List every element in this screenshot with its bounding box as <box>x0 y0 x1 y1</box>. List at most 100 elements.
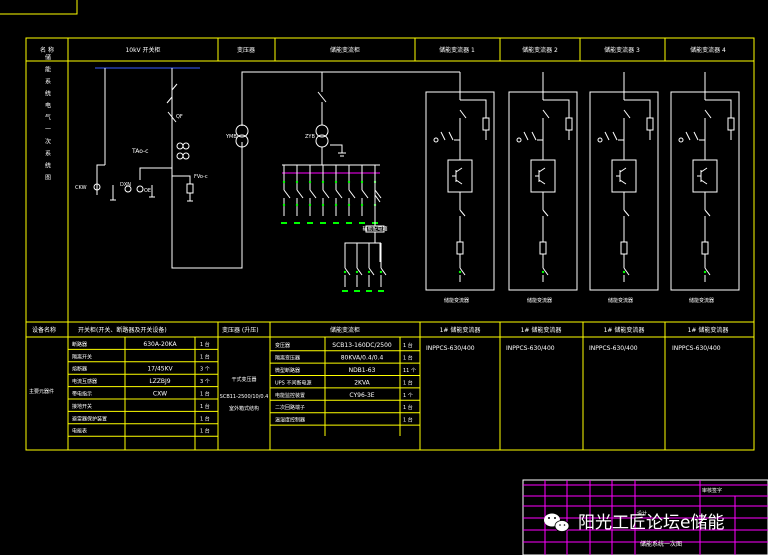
mid-row-name: 变压器 <box>275 342 290 349</box>
side-label: 储能系统电气一次系统图 <box>44 53 51 186</box>
pcs-cabinet-4: 储能变流器 <box>670 72 740 304</box>
pcs-cabinets: 储能变流器 储能变流器 储能变流器 储能变流器 <box>425 72 740 304</box>
mid-row-spec: CY96-3E <box>349 392 374 399</box>
label-ckw: CKW <box>75 185 87 191</box>
watermark-text: 阳光工匠论坛e储能 <box>578 513 724 533</box>
aux-feeder <box>320 165 330 224</box>
mid-row-qty: 11 个 <box>403 368 416 374</box>
pcs-cabinet-3: 储能变流器 <box>589 72 659 304</box>
table-head-transformer: 变压器 (升压) <box>222 326 259 334</box>
mid-row-name: UPS 不间断电源 <box>275 379 311 386</box>
label-oe: OE <box>144 188 151 194</box>
pcs-model-3: INPPCS-630/400 <box>589 345 638 352</box>
title-review: 审核签字 <box>702 487 722 494</box>
table-head-name: 设备名称 <box>32 326 56 334</box>
sub-feeder <box>342 243 351 292</box>
label-ct: TAo-c <box>131 148 148 155</box>
table-head-switchgear: 开关柜(开关、断路器及开关设备) <box>78 326 167 334</box>
left-row-qty: 3 个 <box>200 379 210 385</box>
mid-row-spec: 80KVA/0.4/0.4 <box>341 355 384 362</box>
left-row-qty: 1 台 <box>200 428 210 435</box>
left-row-spec: LZZBJ9 <box>149 378 170 385</box>
aux-feeder <box>294 165 304 224</box>
mid-row-qty: 1 台 <box>403 342 413 349</box>
left-row-spec: 630A-20KA <box>143 341 177 348</box>
left-row-name: 电能表 <box>72 428 87 435</box>
mid-row-name: 温湿度控制器 <box>275 417 305 424</box>
mid-row-spec: SCB13-160DC/2500 <box>332 342 392 349</box>
left-row-name: 避雷器保护装置 <box>72 415 107 422</box>
table-head-pcs-4: 1# 储能变流器 <box>688 326 729 334</box>
left-row-qty: 1 台 <box>200 353 210 360</box>
header-pcs-4: 储能变流器 4 <box>690 46 726 54</box>
header-pcs-1: 储能变流器 1 <box>439 46 475 54</box>
header-switchgear: 10kV 开关柜 <box>125 46 160 54</box>
left-row-spec: CXW <box>153 391 167 398</box>
header-transformer: 变压器 <box>237 46 255 54</box>
mid-row-name: 微型断路器 <box>275 367 300 374</box>
pcs-model-1: INPPCS-630/400 <box>426 345 475 352</box>
pcs-caption: 储能变流器 <box>689 297 714 304</box>
mid-row-spec: NDB1-63 <box>349 367 376 374</box>
left-row-qty: 1 台 <box>200 415 210 422</box>
pcs-model-4: INPPCS-630/400 <box>672 345 721 352</box>
aux-feeder <box>307 165 317 224</box>
pcs-cabinet-2: 储能变流器 <box>508 72 578 304</box>
pcs-caption: 储能变流器 <box>444 297 469 304</box>
header-pcs-2: 储能变流器 2 <box>522 46 558 54</box>
mid-row-qty: 1 个 <box>403 393 413 399</box>
table-head-pcs-3: 1# 储能变流器 <box>604 326 645 334</box>
trans-model: SCB11-2500/10/0.4 <box>220 394 269 400</box>
mid-row-qty: 1 台 <box>403 379 413 386</box>
table-row-label: 主要元器件 <box>29 388 54 395</box>
table-head-pcs-cabinet: 储能变流柜 <box>330 326 360 334</box>
left-row-name: 接地开关 <box>72 403 92 410</box>
pcs-cabinet-1: 储能变流器 <box>425 72 495 304</box>
label-qf: QF <box>176 114 183 120</box>
mid-row-name: 二次回路端子 <box>275 404 305 411</box>
aux-feeder <box>372 165 382 224</box>
pcs-model-2: INPPCS-630/400 <box>506 345 555 352</box>
left-row-qty: 1 台 <box>200 341 210 348</box>
aux-feeders <box>281 165 382 226</box>
mid-row-qty: 1 台 <box>403 355 413 362</box>
mid-row-name: 电能监控装置 <box>275 392 305 399</box>
sub-feeder <box>378 243 387 292</box>
title-drawing-name: 储能系统一次图 <box>640 540 682 548</box>
sub-feeder <box>354 243 363 292</box>
trans-type: 干式变压器 <box>231 376 256 383</box>
header-name: 名 称 <box>40 46 54 54</box>
mid-row-name: 隔离变压器 <box>275 355 300 362</box>
aux-feeder <box>359 165 369 224</box>
trans-structure: 室外箱式结构 <box>229 405 259 412</box>
left-row-qty: 1 台 <box>200 391 210 398</box>
table-head-pcs-2: 1# 储能变流器 <box>521 326 562 334</box>
left-row-name: 断路器 <box>72 341 87 348</box>
left-row-name: 带电指示 <box>72 391 92 398</box>
left-row-name: 电流互感器 <box>72 378 97 385</box>
left-row-qty: 3 个 <box>200 367 210 373</box>
left-row-qty: 1 台 <box>200 403 210 410</box>
table-head-pcs-1: 1# 储能变流器 <box>440 326 481 334</box>
pcs-caption: 储能变流器 <box>608 297 633 304</box>
aux-feeder <box>333 165 343 224</box>
aux-feeder <box>281 165 291 224</box>
label-aux: 辅助配电箱 <box>362 226 387 233</box>
mid-row-spec: 2KVA <box>354 379 370 386</box>
label-ymb: YMB <box>225 134 237 140</box>
wechat-logo-icon <box>544 513 570 532</box>
label-fvo: FVo-c <box>194 174 208 180</box>
pcs-caption: 储能变流器 <box>527 297 552 304</box>
header-pcs-3: 储能变流器 3 <box>604 46 640 54</box>
header-pcs-cabinet: 储能变流柜 <box>330 46 360 54</box>
label-dxn: DXN <box>120 182 131 188</box>
left-row-name: 熔断器 <box>72 366 87 373</box>
label-zyb: ZYB <box>305 134 315 140</box>
left-row-spec: 17/45KV <box>147 366 173 373</box>
drawing-frame <box>25 37 755 451</box>
mid-row-qty: 1 台 <box>403 404 413 411</box>
title-design: 设计 <box>637 510 647 517</box>
aux-feeder <box>346 165 356 224</box>
left-row-name: 隔离开关 <box>72 353 92 360</box>
